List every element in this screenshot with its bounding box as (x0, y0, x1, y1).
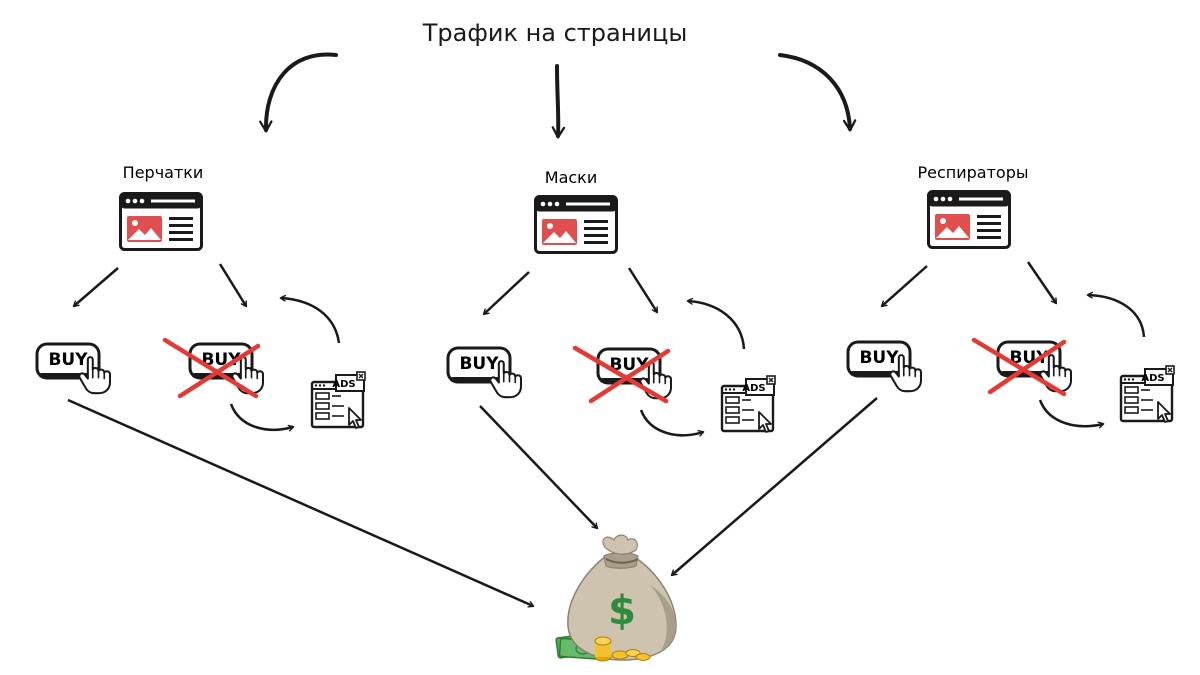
traffic-arrow-right (778, 53, 857, 132)
ads-icon-respirators: ADS (1119, 364, 1176, 424)
red-cross-icon (971, 337, 1067, 397)
traffic-arrow-left (259, 52, 338, 133)
page-group-masks: Маски (534, 168, 618, 254)
branch-arrows (72, 261, 1058, 316)
buy-label: BUY (459, 354, 499, 374)
crossed-buy-button-respirators: BUY (971, 337, 1073, 397)
buy-label: BUY (1009, 348, 1049, 368)
page-label: Перчатки (123, 163, 204, 182)
buy-button-respirators[interactable]: BUY (846, 340, 923, 393)
buy-label: BUY (859, 348, 899, 368)
ads-icon-masks: ADS (720, 374, 777, 434)
webpage-icon (534, 195, 618, 254)
webpage-icon (119, 192, 203, 251)
traffic-arrow-center (551, 64, 566, 139)
red-cross-icon (572, 345, 671, 404)
buy-button-masks[interactable]: BUY (446, 346, 523, 399)
money-bag-icon: $ (555, 534, 677, 662)
dollar-sign: $ (608, 588, 636, 634)
page-group-gloves: Перчатки (119, 163, 204, 251)
page-label: Респираторы (917, 163, 1028, 182)
crossed-buy-button-masks: BUY (572, 345, 673, 404)
coins-icon (594, 636, 651, 662)
ads-label: ADS (1141, 373, 1164, 384)
revenue-arrows (67, 397, 878, 608)
page-group-respirators: Респираторы (917, 163, 1029, 249)
buy-label: BUY (48, 350, 88, 370)
ads-label: ADS (332, 379, 355, 390)
ads-loop-arrows (229, 291, 1146, 437)
diagram-title: Трафик на страницы (422, 19, 688, 47)
page-label: Маски (545, 168, 597, 187)
buy-button-gloves[interactable]: BUY (35, 342, 112, 395)
crossed-buy-button-gloves: BUY (162, 337, 265, 399)
red-cross-icon (162, 337, 261, 399)
ads-label: ADS (742, 383, 765, 394)
ads-icon-gloves: ADS (310, 370, 367, 430)
webpage-icon (927, 190, 1011, 249)
